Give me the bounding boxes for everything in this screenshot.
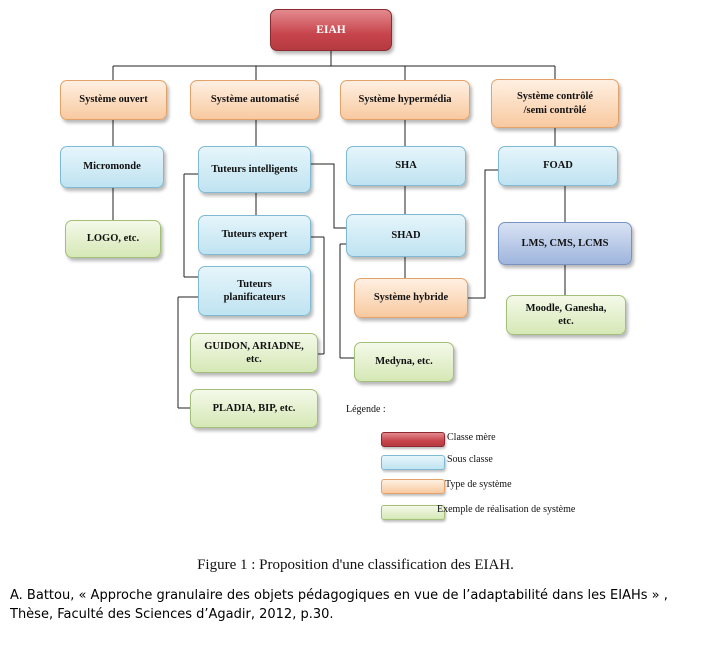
node-systeme-controle: Système contrôlé /semi contrôlé [491, 79, 619, 128]
node-tuteurs-intelligents: Tuteurs intelligents [198, 146, 311, 193]
node-eiah: EIAH [270, 9, 392, 51]
legend-swatch-exemple [381, 505, 445, 520]
connector [468, 169, 498, 299]
node-tuteurs-planificateurs: Tuteurs planificateurs [198, 266, 311, 316]
node-systeme-ouvert: Système ouvert [60, 80, 167, 120]
legend-swatch-sous-classe [381, 455, 445, 470]
node-micromonde: Micromonde [60, 146, 164, 188]
node-logo: LOGO, etc. [65, 220, 161, 258]
legend-label-type-systeme: Type de système [445, 479, 512, 490]
legend-swatch-type-systeme [381, 479, 445, 494]
connector [311, 163, 346, 229]
node-pladia-bip: PLADIA, BIP, etc. [190, 389, 318, 428]
node-moodle-ganesha: Moodle, Ganesha, etc. [506, 295, 626, 335]
source-citation: A. Battou, « Approche granulaire des obj… [10, 588, 668, 622]
legend-swatch-classe-mere [381, 432, 445, 447]
node-tuteurs-expert: Tuteurs expert [198, 215, 311, 255]
legend-label-sous-classe: Sous classe [447, 454, 493, 465]
figure-caption: Figure 1 : Proposition d'une classificat… [197, 557, 514, 573]
legend-title: Légende : [346, 404, 386, 415]
connector-lines [112, 51, 566, 409]
node-medyna: Medyna, etc. [354, 342, 454, 382]
node-guidon-ariadne: GUIDON, ARIADNE, etc. [190, 333, 318, 373]
node-sha: SHA [346, 146, 466, 186]
node-systeme-automatise: Système automatisé [190, 80, 320, 120]
node-systeme-hypermedia: Système hypermédia [340, 80, 470, 120]
legend-label-exemple: Exemple de réalisation de système [437, 504, 576, 515]
node-shad: SHAD [346, 214, 466, 257]
node-lms-cms-lcms: LMS, CMS, LCMS [498, 222, 632, 265]
node-systeme-hybride: Système hybride [354, 278, 468, 318]
node-foad: FOAD [498, 146, 618, 186]
legend-label-classe-mere: Classe mère [447, 432, 496, 443]
